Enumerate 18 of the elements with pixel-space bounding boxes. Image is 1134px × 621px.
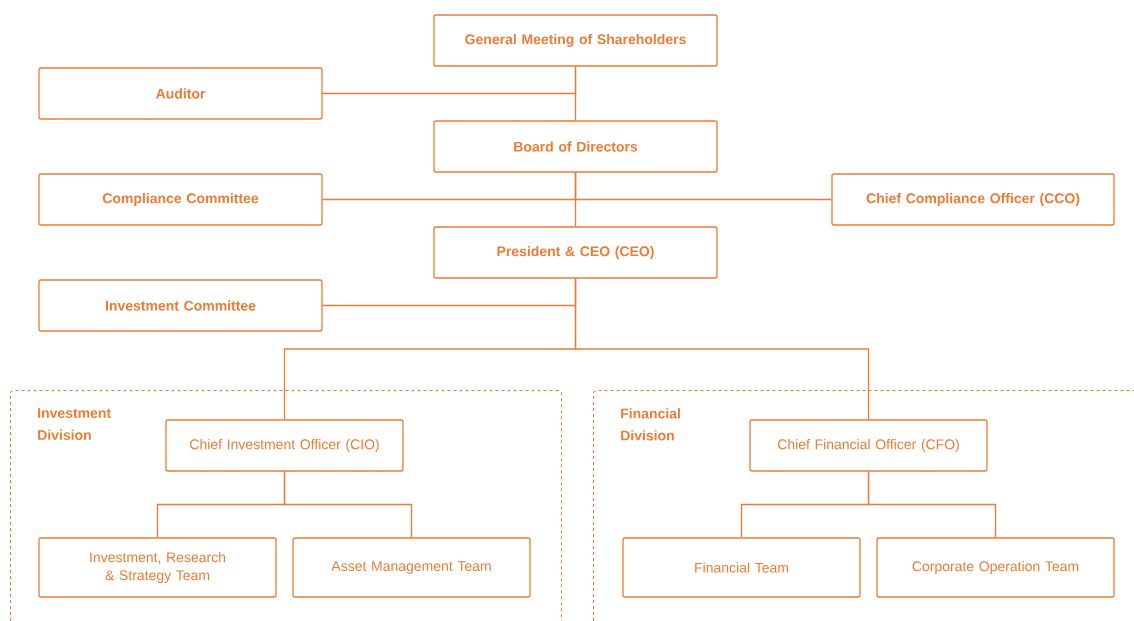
team-box: Investment, Research & Strategy Team xyxy=(38,537,277,598)
role-box: Chief Compliance Officer (CCO) xyxy=(831,173,1115,226)
role-box: Auditor xyxy=(38,67,323,120)
role-box: General Meeting of Shareholders xyxy=(433,14,718,67)
connector-line xyxy=(322,66,577,95)
connector-line xyxy=(574,278,870,420)
team-box: Chief Financial Officer (CFO) xyxy=(749,419,988,472)
role-box: Investment Committee xyxy=(38,279,323,332)
team-box: Asset Management Team xyxy=(292,537,531,598)
team-box: Chief Investment Officer (CIO) xyxy=(165,419,404,472)
team-box: Financial Team xyxy=(622,537,861,598)
connector-line xyxy=(283,471,413,538)
connector-line xyxy=(867,471,997,538)
role-box: Board of Directors xyxy=(433,120,718,173)
role-box: Compliance Committee xyxy=(38,173,323,226)
connector-line xyxy=(574,172,577,227)
role-box: President & CEO (CEO) xyxy=(433,226,718,279)
team-box: Corporate Operation Team xyxy=(876,537,1115,598)
